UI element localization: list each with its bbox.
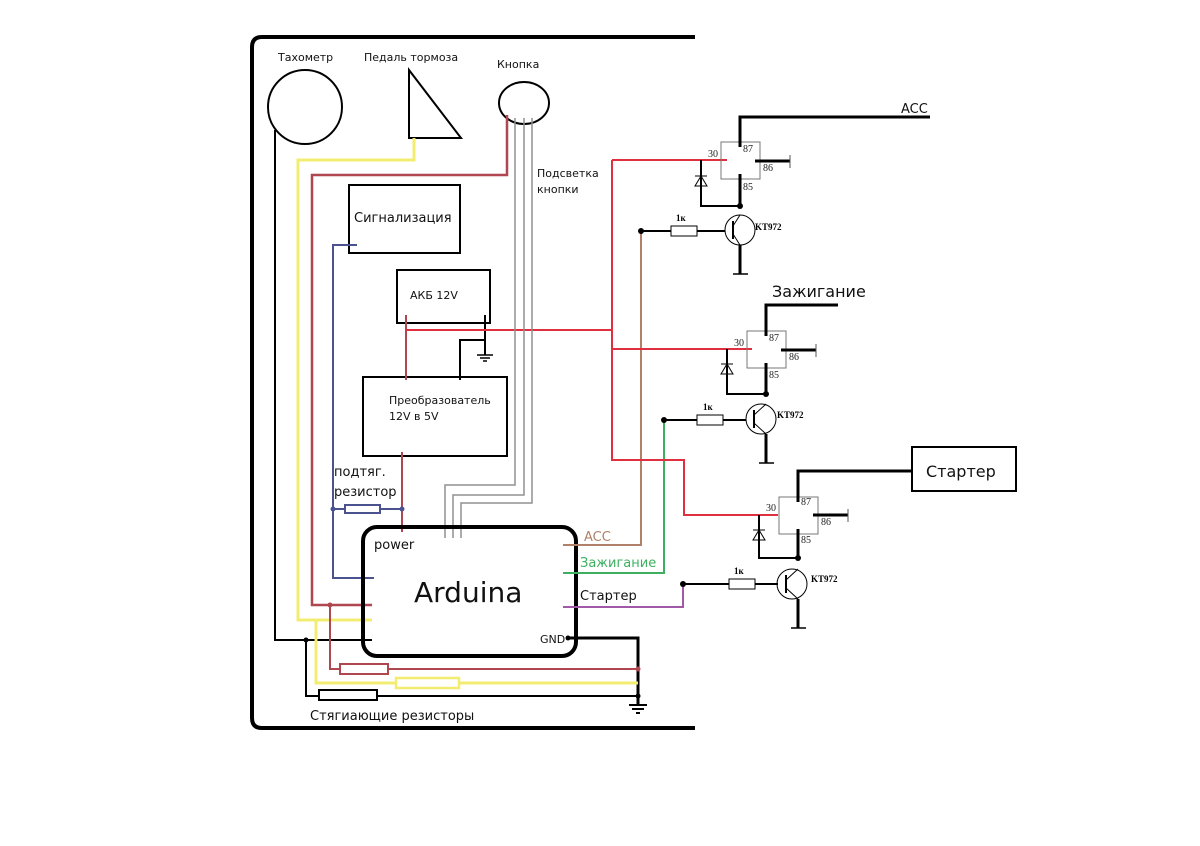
starter-label: Стартер (926, 462, 996, 481)
brake-pedal-label: Педаль тормоза (364, 51, 458, 64)
diode-icon (752, 529, 766, 541)
pullup-resistor (344, 504, 381, 514)
arduino-power-label: power (374, 538, 415, 553)
relay-starter: 87 86 85 30 1к KT972 (680, 469, 912, 629)
svg-text:85: 85 (769, 370, 779, 381)
output-starter-label: Стартер (580, 589, 637, 604)
brake-pedal-symbol (408, 67, 464, 139)
resistor-1k (696, 414, 724, 426)
button-wire-gray-3 (460, 118, 533, 538)
svg-text:85: 85 (801, 535, 811, 546)
pulldown-wire-red (329, 605, 638, 670)
battery-label: АКБ 12V (410, 289, 458, 302)
ground-icon (477, 354, 493, 362)
alarm-box (348, 184, 461, 254)
button-label: Кнопка (497, 58, 539, 71)
svg-text:87: 87 (769, 333, 779, 344)
brake-wire-yellow (296, 138, 416, 622)
battery-box (396, 269, 491, 324)
pulldown-resistor-yellow (394, 676, 461, 690)
ground-icon (629, 704, 647, 714)
svg-text:87: 87 (801, 497, 811, 508)
resistor-1k (728, 578, 756, 590)
starter-box (911, 446, 1017, 492)
button-backlight-label-2: кнопки (537, 183, 579, 196)
arduino-board (361, 525, 578, 658)
arduino-gnd-label: GND (540, 633, 565, 646)
alarm-label: Сигнализация (354, 211, 452, 226)
svg-text:1к: 1к (676, 213, 687, 223)
svg-text:30: 30 (734, 338, 744, 349)
converter-label: Преобразователь (389, 394, 491, 407)
output-acc-label: ACC (584, 530, 611, 545)
svg-text:87: 87 (743, 144, 753, 155)
tachometer-label: Тахометр (277, 51, 333, 64)
tachometer-symbol (267, 69, 343, 145)
relay-feed-bus (611, 160, 778, 516)
pullup-label-2: резистор (334, 485, 397, 500)
svg-text:KT972: KT972 (777, 410, 804, 420)
gnd-wire (568, 636, 640, 705)
svg-text:1к: 1к (703, 402, 714, 412)
resistor-1k (670, 225, 698, 237)
pulldown-label: Стягиающие резисторы (310, 709, 474, 724)
tachometer-wire (274, 130, 372, 641)
pulldown-wire-black (305, 640, 638, 697)
pulldown-wire-yellow (314, 620, 638, 685)
button-wire-gray-2 (452, 118, 525, 538)
svg-text:85: 85 (743, 182, 753, 193)
ignition-output-wire (563, 420, 665, 574)
arduino-title: Arduina (414, 576, 522, 609)
transistor-icon (776, 568, 808, 600)
svg-text:KT972: KT972 (811, 574, 838, 584)
svg-text:86: 86 (789, 352, 799, 363)
relay-acc-output-label: ACC (901, 102, 928, 117)
pulldown-resistor-red (339, 663, 389, 675)
relay-acc: 87 86 85 30 1к KT972 (638, 115, 930, 275)
battery-ground-wire (459, 315, 486, 380)
converter-box (362, 376, 508, 457)
enclosure-frame (250, 35, 695, 730)
svg-text:1к: 1к (734, 566, 745, 576)
output-ignition-label: Зажигание (580, 556, 656, 571)
relay-ignition-output-label: Зажигание (772, 282, 866, 301)
transistor-icon (724, 214, 756, 246)
svg-text:KT972: KT972 (755, 222, 782, 232)
alarm-wire (332, 244, 374, 579)
button-wire-red (310, 115, 509, 607)
pullup-label: подтяг. (334, 465, 386, 480)
svg-text:86: 86 (821, 517, 831, 528)
relay-ignition: 87 86 85 30 1к KT972 (661, 303, 838, 464)
svg-text:30: 30 (708, 149, 718, 160)
diode-icon (694, 175, 708, 187)
converter-label-2: 12V в 5V (389, 410, 439, 423)
starter-output-wire (563, 584, 684, 608)
acc-output-wire (563, 231, 642, 546)
svg-text:86: 86 (763, 163, 773, 174)
transistor-icon (745, 403, 777, 435)
svg-text:30: 30 (766, 503, 776, 514)
button-wire-gray-1 (444, 118, 516, 538)
pulldown-resistor-black (318, 689, 378, 701)
button-backlight-label: Подсветка (537, 167, 599, 180)
diode-icon (720, 363, 734, 375)
